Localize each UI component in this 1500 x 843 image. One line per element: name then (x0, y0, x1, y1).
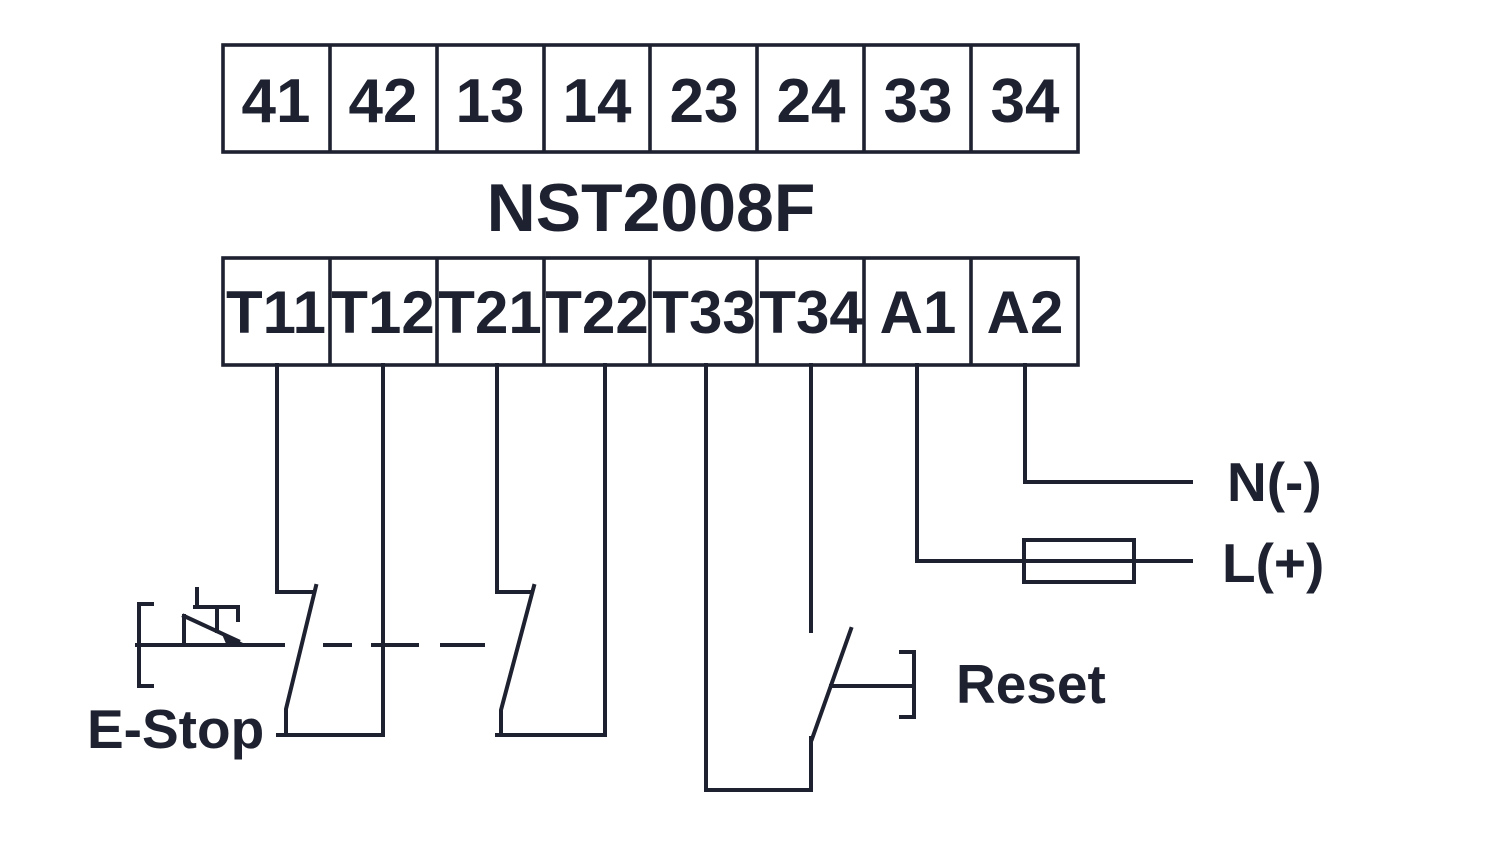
device-label: NST2008F (487, 170, 816, 246)
top-terminal-label: 23 (670, 67, 739, 136)
top-terminal-label: 34 (991, 67, 1060, 136)
bottom-terminal-label: T34 (759, 279, 863, 346)
bottom-terminal-label: T22 (545, 279, 648, 346)
bottom-terminal-dividers (328, 258, 973, 365)
estop-arrowhead (221, 632, 249, 646)
estop-contact2-blade (499, 583, 537, 737)
estop-contact1-blade (284, 583, 319, 737)
wire-t21 (495, 363, 533, 594)
top-terminal-label: 24 (777, 67, 846, 136)
wire-a1-supply-line (915, 363, 1193, 563)
wire-t11 (275, 363, 315, 594)
top-terminal-label: 41 (242, 67, 311, 136)
wire-a2-supply-neutral (1023, 363, 1193, 484)
top-terminal-label: 14 (563, 67, 632, 136)
bottom-terminal-label: A1 (880, 279, 957, 346)
bottom-terminal-label: T33 (652, 279, 755, 346)
reset-label: Reset (956, 653, 1106, 715)
top-terminal-label: 33 (884, 67, 953, 136)
estop-label: E-Stop (87, 698, 264, 760)
estop-bracket (137, 602, 154, 688)
bottom-terminal-label: T12 (331, 279, 434, 346)
bottom-terminal-label: T11 (226, 279, 326, 346)
reset-pushbutton-bracket (899, 650, 916, 719)
estop-symbol (137, 587, 241, 688)
bottom-terminal-label: A2 (987, 279, 1064, 346)
top-terminal-label: 42 (349, 67, 418, 136)
bottom-terminal-label: T21 (438, 279, 541, 346)
top-terminal-dividers (328, 45, 973, 152)
fuse-symbol (1022, 538, 1136, 584)
top-terminal-label: 13 (456, 67, 525, 136)
supply-line-label: L(+) (1222, 532, 1324, 594)
supply-neutral-label: N(-) (1227, 451, 1322, 513)
wire-t33 (704, 363, 813, 792)
